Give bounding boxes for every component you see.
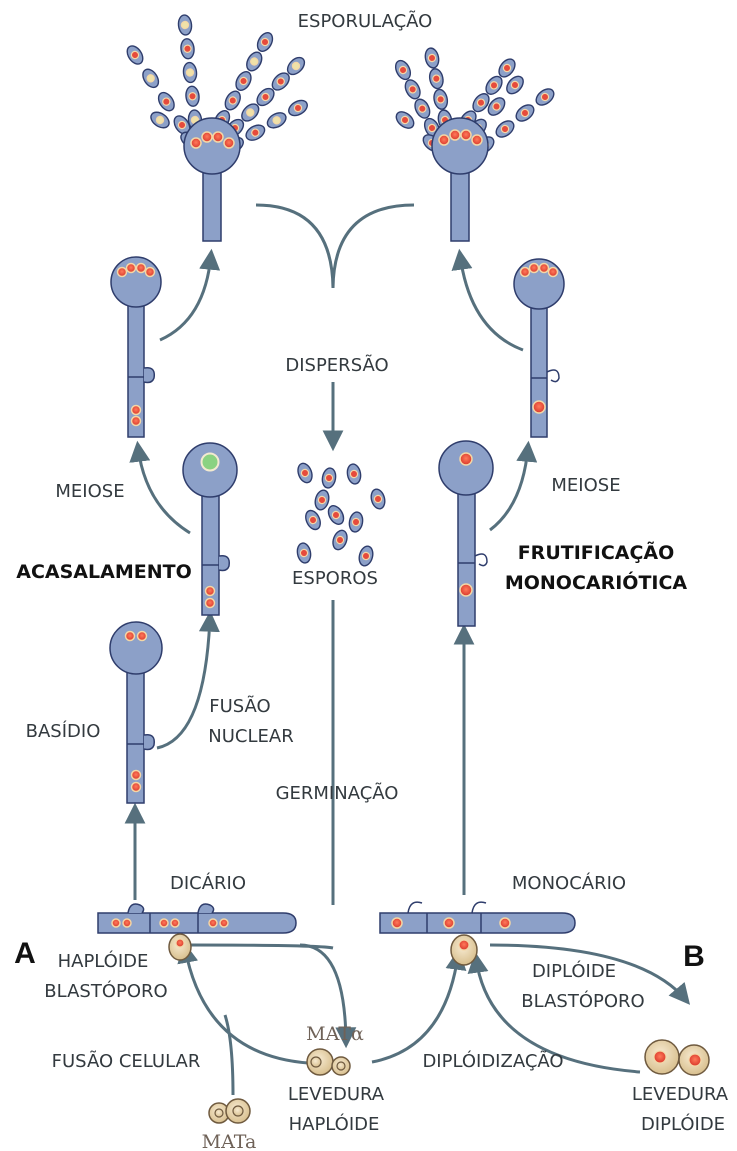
spore-10	[325, 503, 346, 527]
label-fusao-celular: FUSÃO CELULAR	[52, 1050, 201, 1072]
spore-6	[348, 511, 364, 533]
spore-2	[346, 463, 362, 485]
label-monocario: MONOCÁRIO	[512, 872, 626, 894]
label-haploide-blastoporo-2: BLASTÓPORO	[44, 980, 167, 1002]
label-esporulacao: ESPORULAÇÃO	[298, 10, 433, 32]
label-diploide-blastoporo-1: DIPLÓIDE	[532, 960, 616, 982]
chain-left-2-spore-4	[177, 14, 192, 35]
mata-yeast-cells	[209, 1099, 250, 1123]
spore-8	[296, 542, 312, 564]
arrow-nuclear-fusion	[157, 617, 210, 748]
label-diploide-blastoporo-2: BLASTÓPORO	[521, 990, 644, 1012]
spore-9	[357, 545, 375, 568]
label-haploide-blastoporo-1: HAPLÓIDE	[58, 950, 149, 972]
chain-left-1-spore-1	[155, 90, 177, 114]
basidium-mating	[183, 443, 237, 615]
chain-left-5-spore-3	[286, 97, 310, 118]
chain-left-3-spore-3	[244, 50, 265, 74]
arrow-cell-fusion	[185, 948, 308, 1063]
label-levedura-haploide-2: HAPLÓIDE	[289, 1113, 380, 1135]
labels: ESPORULAÇÃO DISPERSÃO MEIOSE MEIOSE ACAS…	[14, 10, 729, 1151]
label-frutificacao-2: MONOCARIÓTICA	[505, 570, 688, 594]
spore-1	[321, 467, 337, 489]
chain-left-6-spore-1	[148, 109, 172, 131]
chain-left-2-spore-2	[182, 62, 197, 83]
arrow-sporulation-left-to-dispersal	[256, 205, 333, 288]
label-dicario: DICÁRIO	[170, 872, 246, 894]
chain-left-1-spore-3	[124, 43, 146, 67]
arrow-sporulation-right-to-dispersal	[333, 205, 414, 288]
chain-right-5-spore-1	[493, 118, 517, 141]
chain-right-1-spore-1	[412, 97, 433, 121]
sporulating-basidium-right	[393, 47, 557, 241]
chain-right-1-spore-2	[402, 77, 423, 101]
haploid-yeast-cells	[307, 1049, 350, 1075]
label-levedura-haploide-1: LEVEDURA	[288, 1084, 385, 1105]
label-meiose-left: MEIOSE	[55, 481, 124, 502]
chain-left-3-spore-4	[254, 30, 275, 54]
label-diploidizacao: DIPLÓIDIZAÇÃO	[422, 1050, 563, 1072]
basidium	[110, 622, 162, 803]
label-b: B	[683, 940, 705, 973]
label-frutificacao-1: FRUTIFICAÇÃO	[518, 540, 675, 564]
chain-right-5-spore-3	[533, 86, 557, 109]
label-dispersao: DISPERSÃO	[285, 354, 388, 376]
chain-right-6-spore-1	[393, 109, 417, 132]
diploid-yeast-cells	[645, 1040, 709, 1075]
label-meiose-right: MEIOSE	[551, 475, 620, 496]
arrow-meiosis-to-sporulation-left	[160, 255, 211, 340]
chain-right-2-spore-2	[428, 68, 445, 90]
chain-left-3-spore-2	[233, 69, 254, 93]
dikaryon-hypha	[98, 904, 296, 933]
label-mat-alpha: MATα	[306, 1023, 364, 1045]
label-levedura-diploide-1: LEVEDURA	[632, 1084, 729, 1105]
spore-7	[330, 528, 349, 551]
haploid-blastospore	[169, 934, 191, 960]
label-mat-a: MATa	[202, 1131, 257, 1151]
label-a: A	[14, 937, 36, 970]
arrow-fruiting-to-meiosis-right	[490, 447, 528, 530]
spores-cluster	[295, 461, 386, 567]
label-levedura-diploide-2: DIPLÓIDE	[641, 1113, 725, 1135]
chain-right-2-spore-3	[424, 47, 441, 69]
basidium-meiosis-left	[111, 257, 161, 437]
chain-left-2-spore-1	[185, 86, 200, 107]
label-esporos: ESPOROS	[292, 568, 378, 589]
arrow-diploidization	[372, 955, 458, 1062]
chain-left-5-spore-2	[265, 110, 289, 131]
monokaryon-hypha	[380, 902, 575, 933]
label-germinacao: GERMINAÇÃO	[276, 782, 399, 804]
label-basidio: BASÍDIO	[26, 720, 101, 742]
spore-3	[313, 489, 331, 512]
chain-right-2-spore-1	[432, 88, 449, 110]
chain-left-2-spore-3	[180, 38, 195, 59]
label-fusao-nuclear-2: NUCLEAR	[208, 726, 293, 747]
arrow-mata-to-fusion	[225, 1015, 233, 1095]
arrow-mating-to-meiosis-left	[138, 447, 190, 533]
chain-left-1-spore-2	[140, 66, 162, 90]
chain-right-5-spore-2	[513, 102, 537, 125]
chain-left-3-spore-1	[222, 89, 243, 113]
spore-5	[303, 508, 323, 532]
label-fusao-nuclear-1: FUSÃO	[209, 695, 270, 717]
arrow-meiosis-to-sporulation-right	[460, 255, 523, 350]
basidium-monokaryotic-fruiting	[439, 441, 493, 626]
label-acasalamento: ACASALAMENTO	[16, 561, 191, 583]
chain-right-1-spore-3	[393, 58, 414, 82]
spore-4	[369, 488, 387, 511]
chain-left-5-spore-1	[243, 122, 267, 143]
diploid-blastospore	[451, 935, 477, 965]
spore-0	[295, 461, 314, 484]
